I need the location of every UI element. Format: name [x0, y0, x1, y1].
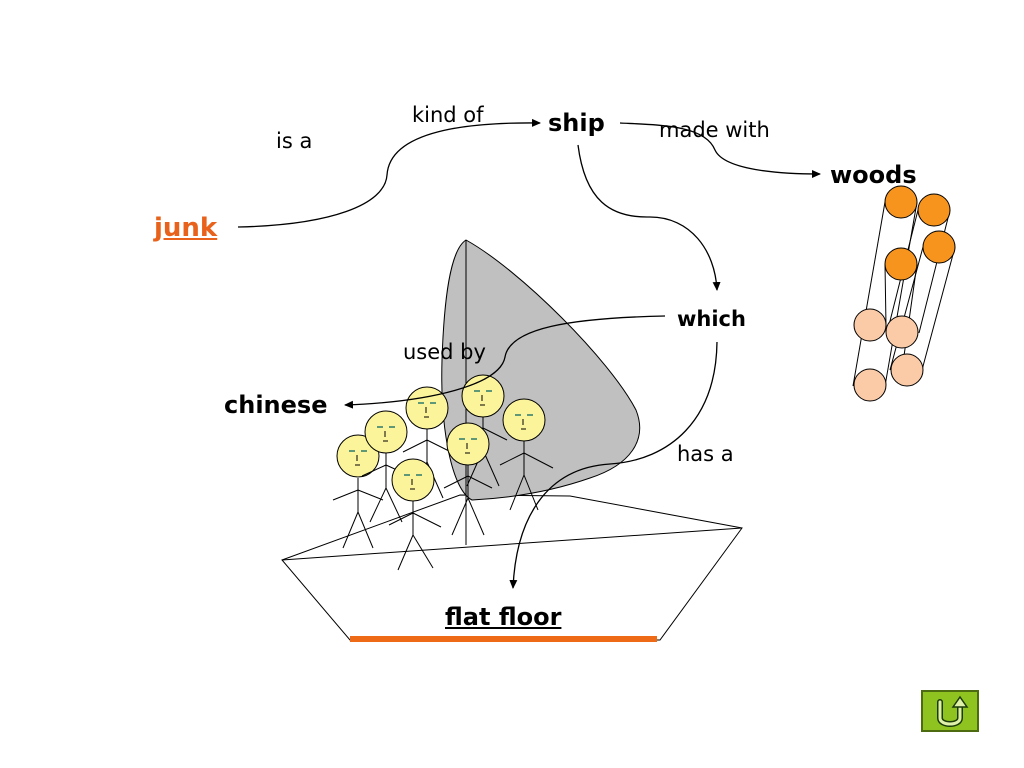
relation-is-a: is a: [276, 129, 313, 153]
connector-junk-ship: [237, 118, 541, 228]
woods-logs: [852, 185, 956, 402]
faces: [349, 390, 533, 476]
return-button[interactable]: [921, 690, 979, 732]
relation-has-a: has a: [677, 442, 734, 466]
person: [499, 398, 554, 511]
person: [332, 434, 384, 549]
flat-floor-bar: [350, 636, 657, 642]
relation-kind-of: kind of: [412, 103, 484, 127]
connector-which-flatfloor: [509, 341, 718, 589]
concept-ship: ship: [548, 109, 605, 137]
person: [443, 422, 493, 536]
concept-chinese: chinese: [224, 391, 328, 419]
relation-made-with: made with: [659, 118, 770, 142]
concept-woods: woods: [830, 161, 917, 189]
people-group: [332, 374, 554, 571]
person: [388, 458, 442, 571]
relation-used-by: used by: [403, 340, 486, 364]
return-arrow-icon: [937, 695, 969, 727]
connector-which-chinese: [344, 315, 666, 409]
concept-flat-floor[interactable]: flat floor: [445, 603, 562, 631]
concept-which: which: [677, 307, 746, 331]
connectors: [237, 118, 821, 589]
connector-ship-which: [577, 144, 721, 291]
connector-ship-woods: [619, 122, 821, 178]
concept-junk[interactable]: junk: [154, 213, 218, 243]
